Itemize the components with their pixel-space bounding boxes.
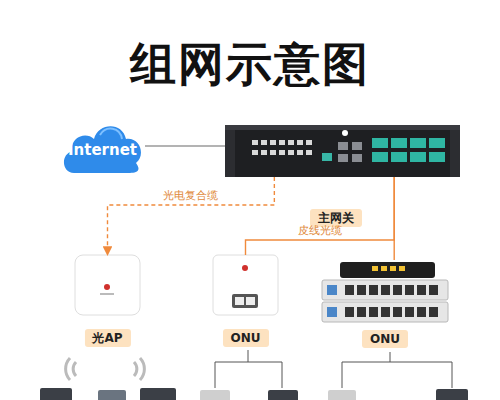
terminal-icons: [40, 388, 468, 400]
cable-connector: [246, 177, 395, 255]
cable-label: 光电复合缆: [163, 189, 218, 203]
device-node: ONU: [213, 255, 278, 315]
device-label: ONU: [362, 330, 408, 348]
cable-connector: [108, 177, 275, 255]
tree-lines: [215, 350, 452, 388]
ap-device: [75, 255, 140, 315]
cable-connector: [394, 177, 395, 260]
diagram-title: 组网示意图: [0, 34, 500, 94]
device-node: 主网关: [225, 125, 460, 177]
cloud-label: Internet: [60, 115, 145, 177]
wifi-symbol: [66, 358, 145, 380]
cable-label: 皮线光缆: [298, 224, 342, 238]
device-node: 光AP: [75, 255, 140, 315]
gateway-device: [225, 125, 460, 177]
cable-connector: [145, 145, 225, 146]
cloud-node: Internet: [60, 115, 145, 177]
onu-panel: [213, 255, 278, 315]
onu-switch-stack: [322, 262, 448, 322]
device-label: 光AP: [84, 329, 130, 347]
device-node: ONU: [320, 260, 450, 324]
device-label: ONU: [223, 329, 269, 347]
